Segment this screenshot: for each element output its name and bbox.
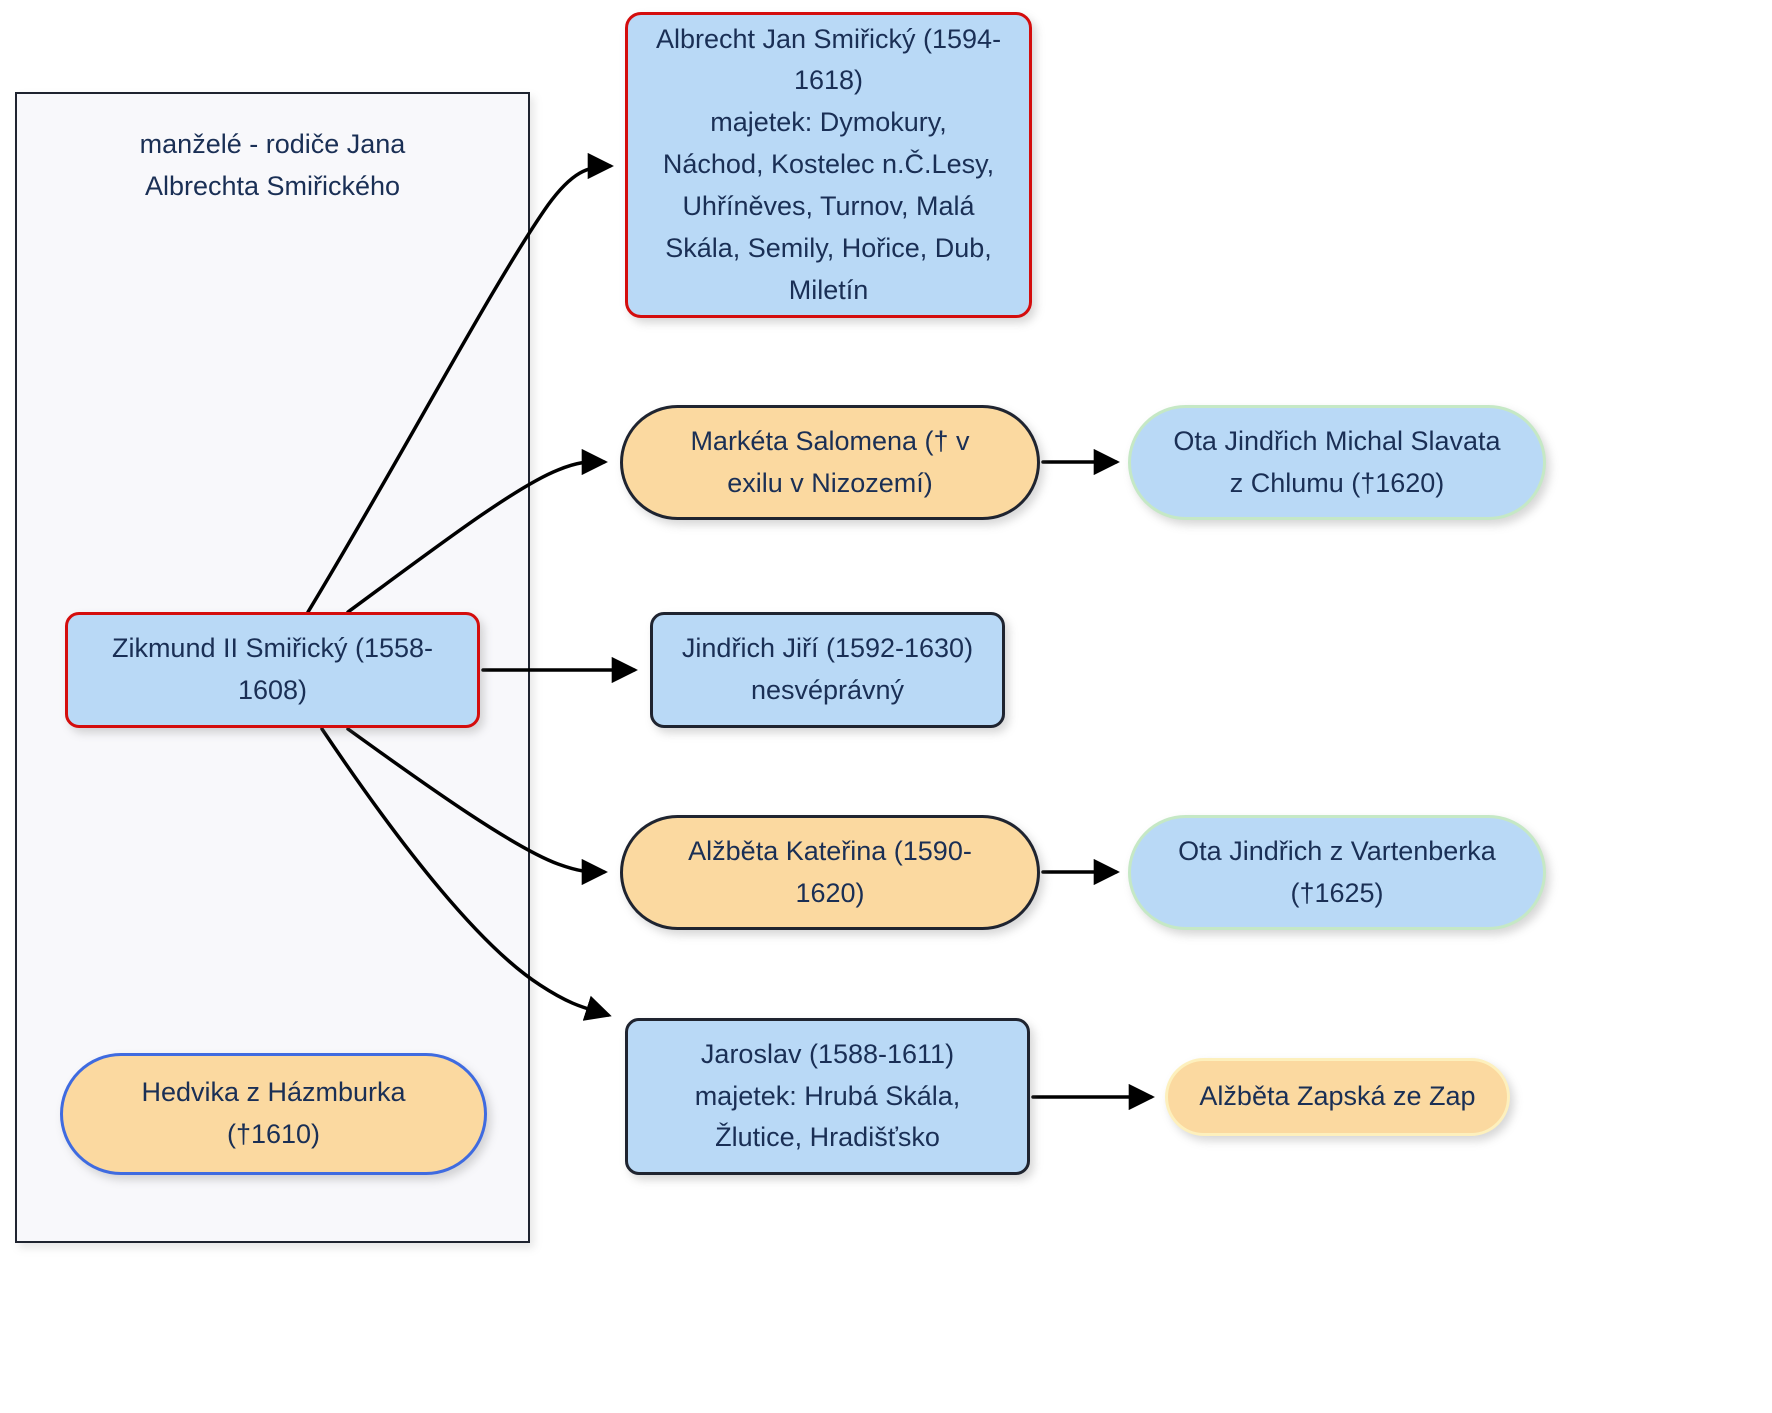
node-jaroslav-label: Jaroslav (1588-1611) majetek: Hrubá Skál… — [694, 1038, 961, 1153]
node-zikmund-ii-smiricky: Zikmund II Smiřický (1558- 1608) — [65, 612, 480, 728]
node-ota-jindrich-z-vartenberka: Ota Jindřich z Vartenberka (†1625) — [1128, 815, 1546, 930]
node-alzbeta-zapska-label: Alžběta Zapská ze Zap — [1199, 1081, 1476, 1112]
node-ota-vartenberka-label: Ota Jindřich z Vartenberka (†1625) — [1178, 835, 1496, 908]
node-albrecht-jan-smiricky: Albrecht Jan Smiřický (1594- 1618) majet… — [625, 12, 1032, 318]
node-jindrich-jiri: Jindřich Jiří (1592-1630) nesvéprávný — [650, 612, 1005, 728]
node-jaroslav: Jaroslav (1588-1611) majetek: Hrubá Skál… — [625, 1018, 1030, 1175]
node-alzbeta-zapska: Alžběta Zapská ze Zap — [1165, 1058, 1510, 1136]
node-jindrich-jiri-label: Jindřich Jiří (1592-1630) nesvéprávný — [681, 633, 974, 705]
node-hedvika-z-hazmburka: Hedvika z Házmburka (†1610) — [60, 1053, 487, 1175]
node-zikmund-label: Zikmund II Smiřický (1558- 1608) — [111, 633, 434, 705]
node-alzbeta-katerina-label: Alžběta Kateřina (1590- 1620) — [688, 835, 972, 908]
node-ota-jindrich-michal-slavata: Ota Jindřich Michal Slavata z Chlumu (†1… — [1128, 405, 1546, 520]
node-hedvika-label: Hedvika z Házmburka (†1610) — [141, 1077, 406, 1149]
node-marketa-salomena: Markéta Salomena († v exilu v Nizozemí) — [620, 405, 1040, 520]
node-alzbeta-katerina: Alžběta Kateřina (1590- 1620) — [620, 815, 1040, 930]
group-parents-label: manželé - rodiče Jana Albrechta Smiřické… — [139, 129, 406, 201]
node-ota-slavata-label: Ota Jindřich Michal Slavata z Chlumu (†1… — [1173, 425, 1501, 498]
node-albrecht-label: Albrecht Jan Smiřický (1594- 1618) majet… — [655, 23, 1002, 305]
node-marketa-label: Markéta Salomena († v exilu v Nizozemí) — [690, 425, 970, 498]
